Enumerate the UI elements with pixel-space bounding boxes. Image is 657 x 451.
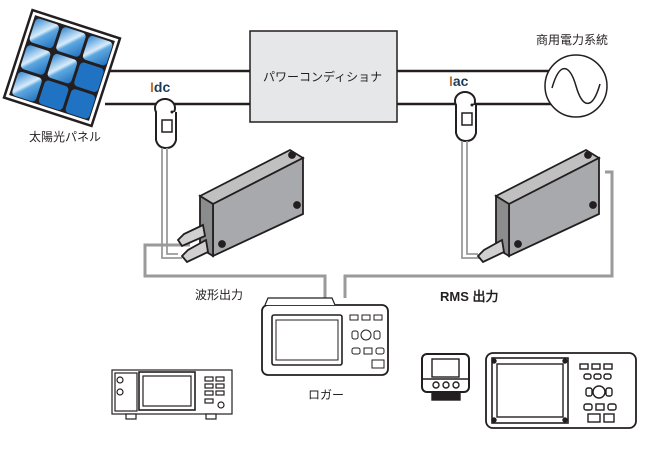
waveform-output-label: 波形出力 — [195, 288, 244, 302]
solar-panel-label: 太陽光パネル — [29, 130, 102, 144]
ac-clamp-sensor-icon — [454, 91, 477, 143]
dc-clamp-sensor-icon — [154, 98, 177, 150]
rms-converter-unit — [476, 148, 601, 264]
memory-recorder-device — [485, 352, 637, 429]
current-symbol: I — [150, 79, 154, 95]
power-conditioner-box — [249, 30, 398, 123]
power-conditioner-label: パワーコンディショナ — [263, 70, 383, 84]
sensor-cables — [161, 141, 482, 259]
small-logger-device — [421, 353, 470, 401]
dc-lines — [105, 69, 250, 106]
dc-current-label: Idc — [150, 79, 170, 95]
ac-current-label: Iac — [449, 73, 468, 89]
logger-device — [261, 297, 389, 376]
ac-lines — [397, 69, 555, 106]
output-cables — [143, 170, 614, 298]
ac-source-icon — [544, 54, 608, 118]
logger-label: ロガー — [308, 388, 345, 402]
current-symbol: I — [449, 73, 453, 89]
solar-panel-icon — [2, 8, 122, 128]
rms-output-label: RMS 出力 — [440, 289, 499, 304]
power-analyzer-device — [111, 369, 233, 420]
current-subscript: dc — [153, 79, 171, 95]
grid-label: 商用電力系統 — [536, 33, 609, 47]
waveform-converter-unit — [176, 148, 305, 264]
current-subscript: ac — [452, 73, 469, 89]
